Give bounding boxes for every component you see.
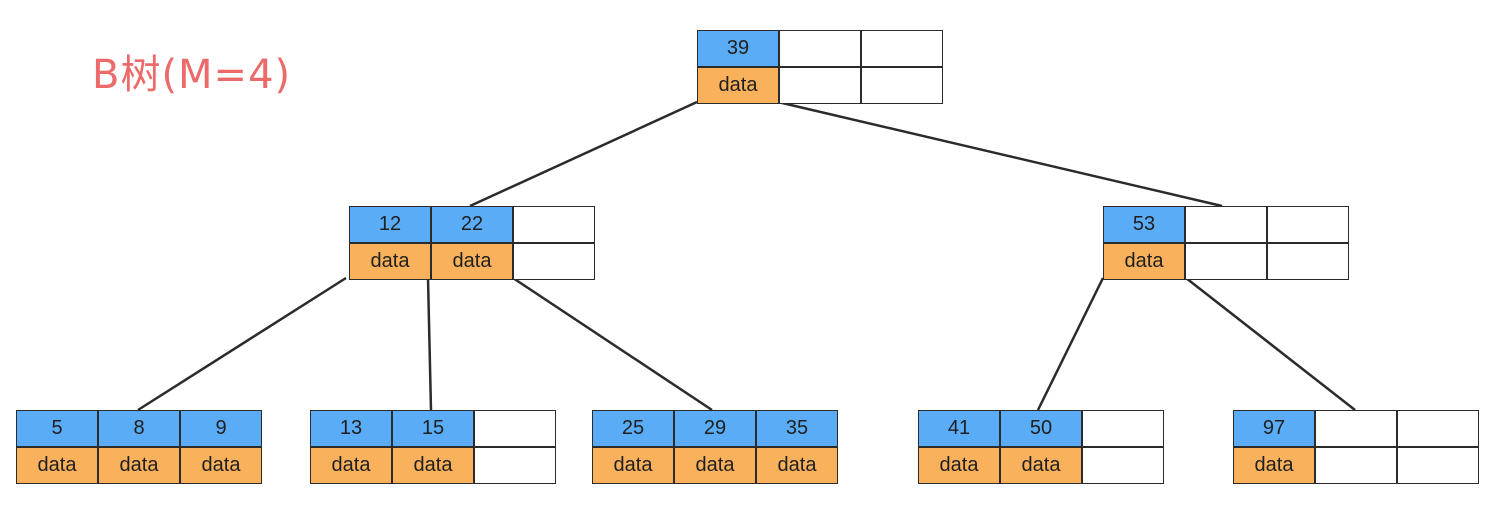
key-cell: 8 xyxy=(99,411,179,446)
empty-data-slot xyxy=(1083,448,1163,483)
empty-key-slot xyxy=(862,31,942,66)
empty-key-slot xyxy=(1083,411,1163,446)
data-cell: data xyxy=(698,68,778,103)
key-cell: 53 xyxy=(1104,207,1184,242)
edge-mid-right-to-leaf-4 xyxy=(1036,277,1105,411)
empty-key-slot xyxy=(514,207,594,242)
empty-key-slot xyxy=(1398,411,1478,446)
empty-data-slot xyxy=(1186,244,1266,279)
key-cell: 13 xyxy=(311,411,391,446)
data-cell: data xyxy=(350,244,430,279)
edge-root-to-mid-left xyxy=(469,100,698,208)
empty-data-slot xyxy=(1268,244,1348,279)
empty-key-slot xyxy=(475,411,555,446)
empty-data-slot xyxy=(514,244,594,279)
empty-key-slot xyxy=(1186,207,1266,242)
data-cell: data xyxy=(1104,244,1184,279)
edge-mid-left-to-leaf-3 xyxy=(512,276,713,412)
data-cell: data xyxy=(757,448,837,483)
data-cell: data xyxy=(593,448,673,483)
data-cell: data xyxy=(1234,448,1314,483)
edge-root-to-mid-right xyxy=(777,100,1223,208)
empty-key-slot xyxy=(1316,411,1396,446)
empty-data-slot xyxy=(1316,448,1396,483)
key-cell: 29 xyxy=(675,411,755,446)
data-cell: data xyxy=(675,448,755,483)
empty-key-slot xyxy=(780,31,860,66)
edge-mid-left-to-leaf-2 xyxy=(426,277,433,411)
empty-key-slot xyxy=(1268,207,1348,242)
key-cell: 15 xyxy=(393,411,473,446)
key-cell: 9 xyxy=(181,411,261,446)
key-cell: 35 xyxy=(757,411,837,446)
data-cell: data xyxy=(17,448,97,483)
key-cell: 25 xyxy=(593,411,673,446)
key-cell: 22 xyxy=(432,207,512,242)
data-cell: data xyxy=(181,448,261,483)
edge-mid-left-to-leaf-1 xyxy=(137,276,347,412)
empty-data-slot xyxy=(862,68,942,103)
key-cell: 50 xyxy=(1001,411,1081,446)
data-cell: data xyxy=(311,448,391,483)
empty-data-slot xyxy=(780,68,860,103)
key-cell: 97 xyxy=(1234,411,1314,446)
key-cell: 12 xyxy=(350,207,430,242)
diagram-title: B树(M=4) xyxy=(92,52,292,98)
data-cell: data xyxy=(1001,448,1081,483)
key-cell: 41 xyxy=(919,411,999,446)
data-cell: data xyxy=(393,448,473,483)
empty-data-slot xyxy=(1398,448,1478,483)
data-cell: data xyxy=(99,448,179,483)
edge-mid-right-to-leaf-5 xyxy=(1185,277,1356,411)
empty-data-slot xyxy=(475,448,555,483)
key-cell: 5 xyxy=(17,411,97,446)
data-cell: data xyxy=(432,244,512,279)
key-cell: 39 xyxy=(698,31,778,66)
data-cell: data xyxy=(919,448,999,483)
